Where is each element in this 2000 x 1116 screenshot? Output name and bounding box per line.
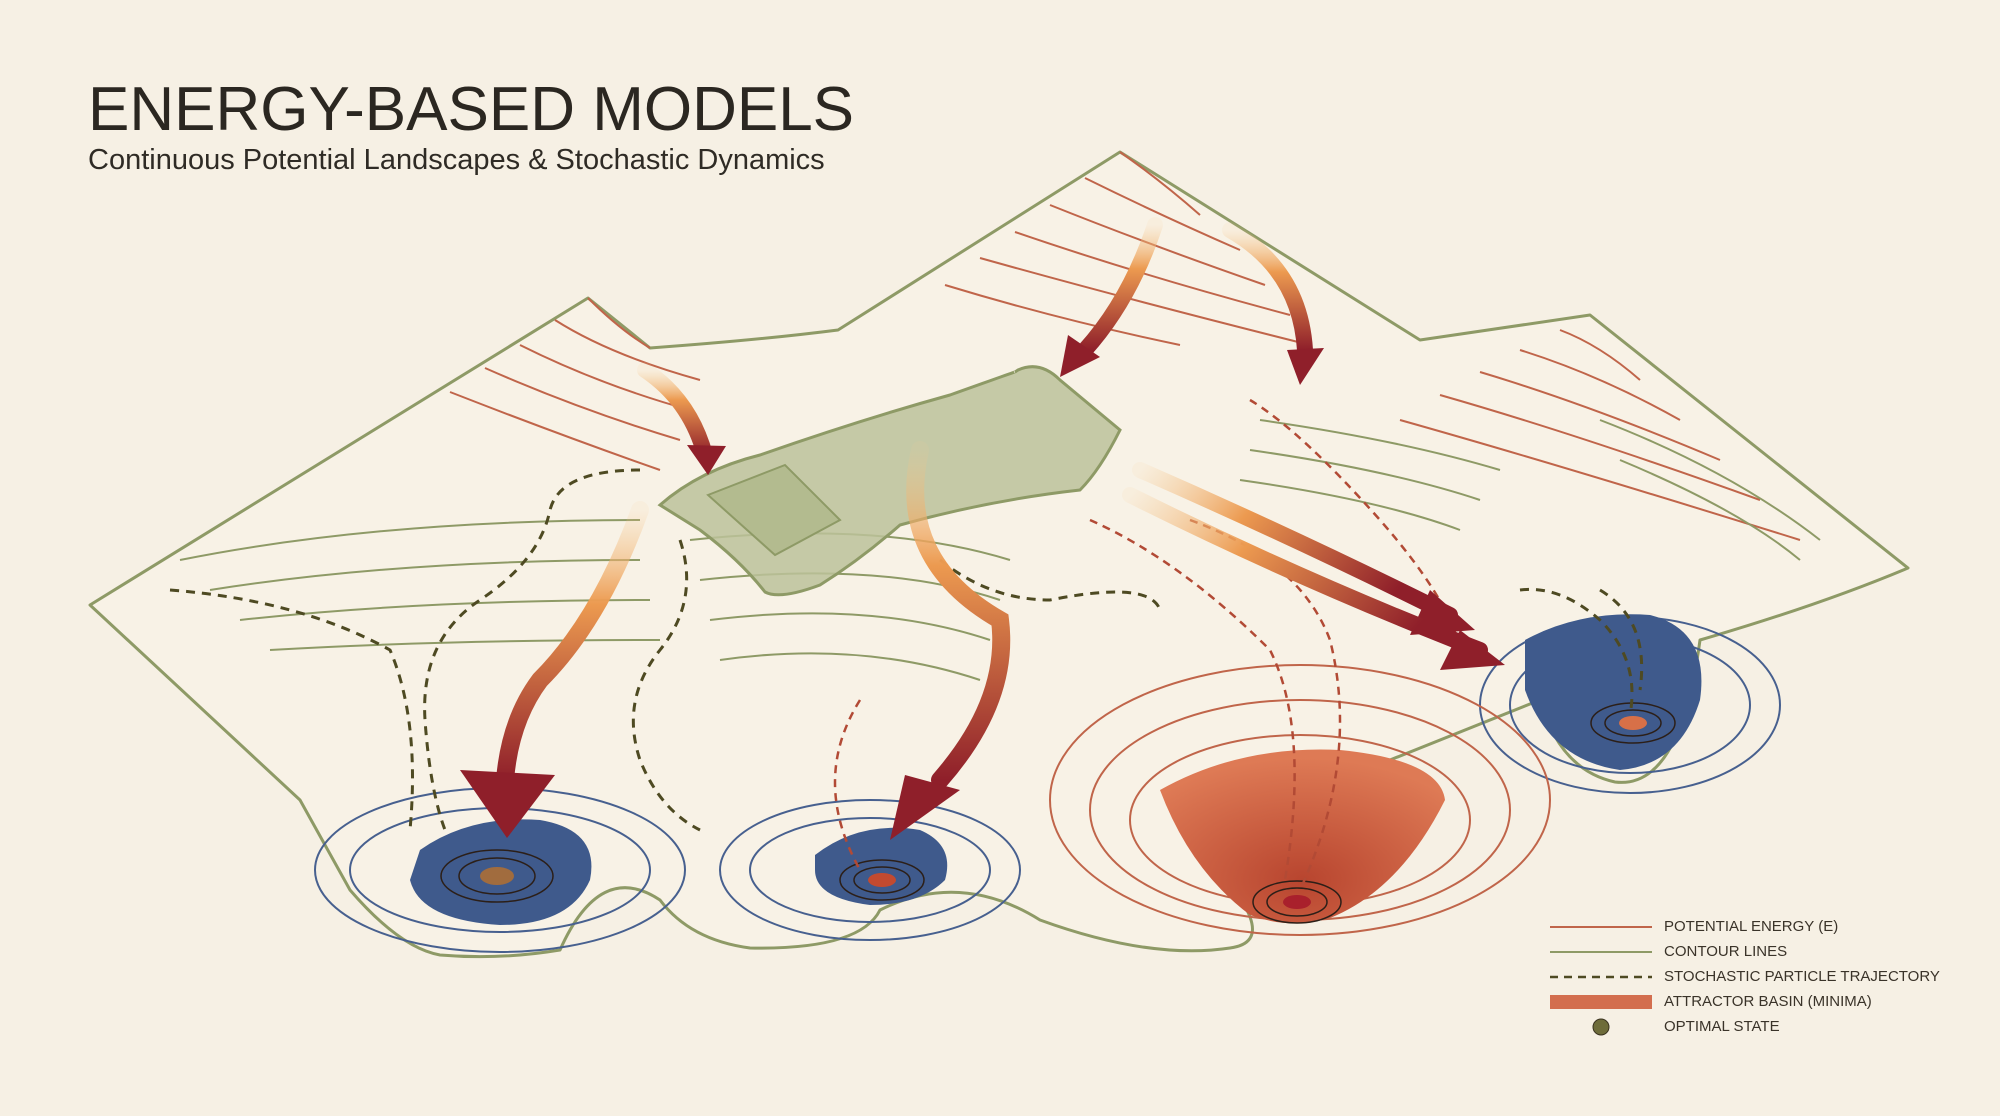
arrow-to-right-basin-lower — [1122, 487, 1488, 658]
arrow-to-middle-basin — [906, 441, 1011, 789]
optimal-state-dot — [868, 873, 896, 887]
minima-markers — [440, 702, 1676, 924]
particle-trajectories — [169, 468, 1644, 832]
legend-item-potential-energy: POTENTIAL ENERGY (E) — [1550, 914, 1970, 939]
arrow-to-left-basin — [496, 501, 649, 789]
legend-label: POTENTIAL ENERGY (E) — [1664, 918, 1839, 935]
optimal-states — [480, 716, 1647, 909]
legend: POTENTIAL ENERGY (E) CONTOUR LINES STOCH… — [1550, 914, 1970, 1039]
legend-item-contour-lines: CONTOUR LINES — [1550, 939, 1970, 964]
landscape-outline — [88, 150, 1910, 959]
optimal-state-dot — [1283, 895, 1311, 909]
basin-right — [1525, 614, 1702, 770]
legend-item-attractor-basin: ATTRACTOR BASIN (MINIMA) — [1550, 989, 1970, 1014]
optimal-state-dot — [480, 867, 514, 885]
arrow-to-right-basin-upper — [1132, 462, 1458, 623]
legend-label: CONTOUR LINES — [1664, 943, 1788, 960]
diagram-subtitle: Continuous Potential Landscapes & Stocha… — [88, 144, 825, 176]
legend-dashed-swatch — [1550, 974, 1664, 980]
peak-contours — [449, 151, 1801, 541]
legend-label: OPTIMAL STATE — [1664, 1018, 1780, 1035]
arrow-top-peak-right — [1222, 222, 1313, 358]
legend-band-swatch — [1550, 994, 1664, 1010]
basin-orange — [1160, 749, 1445, 924]
legend-line-swatch — [1550, 924, 1664, 930]
legend-label: ATTRACTOR BASIN (MINIMA) — [1664, 993, 1872, 1010]
legend-dot-swatch — [1550, 1018, 1664, 1036]
optimal-state-dot — [1619, 716, 1647, 730]
legend-item-optimal-state: OPTIMAL STATE — [1550, 1014, 1970, 1039]
arrow-left-peak — [637, 362, 713, 463]
ridge-pyramid — [706, 463, 842, 557]
legend-item-trajectory: STOCHASTIC PARTICLE TRAJECTORY — [1550, 964, 1970, 989]
legend-label: STOCHASTIC PARTICLE TRAJECTORY — [1664, 968, 1940, 985]
arrow-top-peak-left — [1077, 217, 1163, 358]
descent-arrows — [460, 217, 1505, 840]
legend-line-swatch — [1550, 949, 1664, 955]
diagram-title: ENERGY-BASED MODELS — [88, 75, 855, 144]
